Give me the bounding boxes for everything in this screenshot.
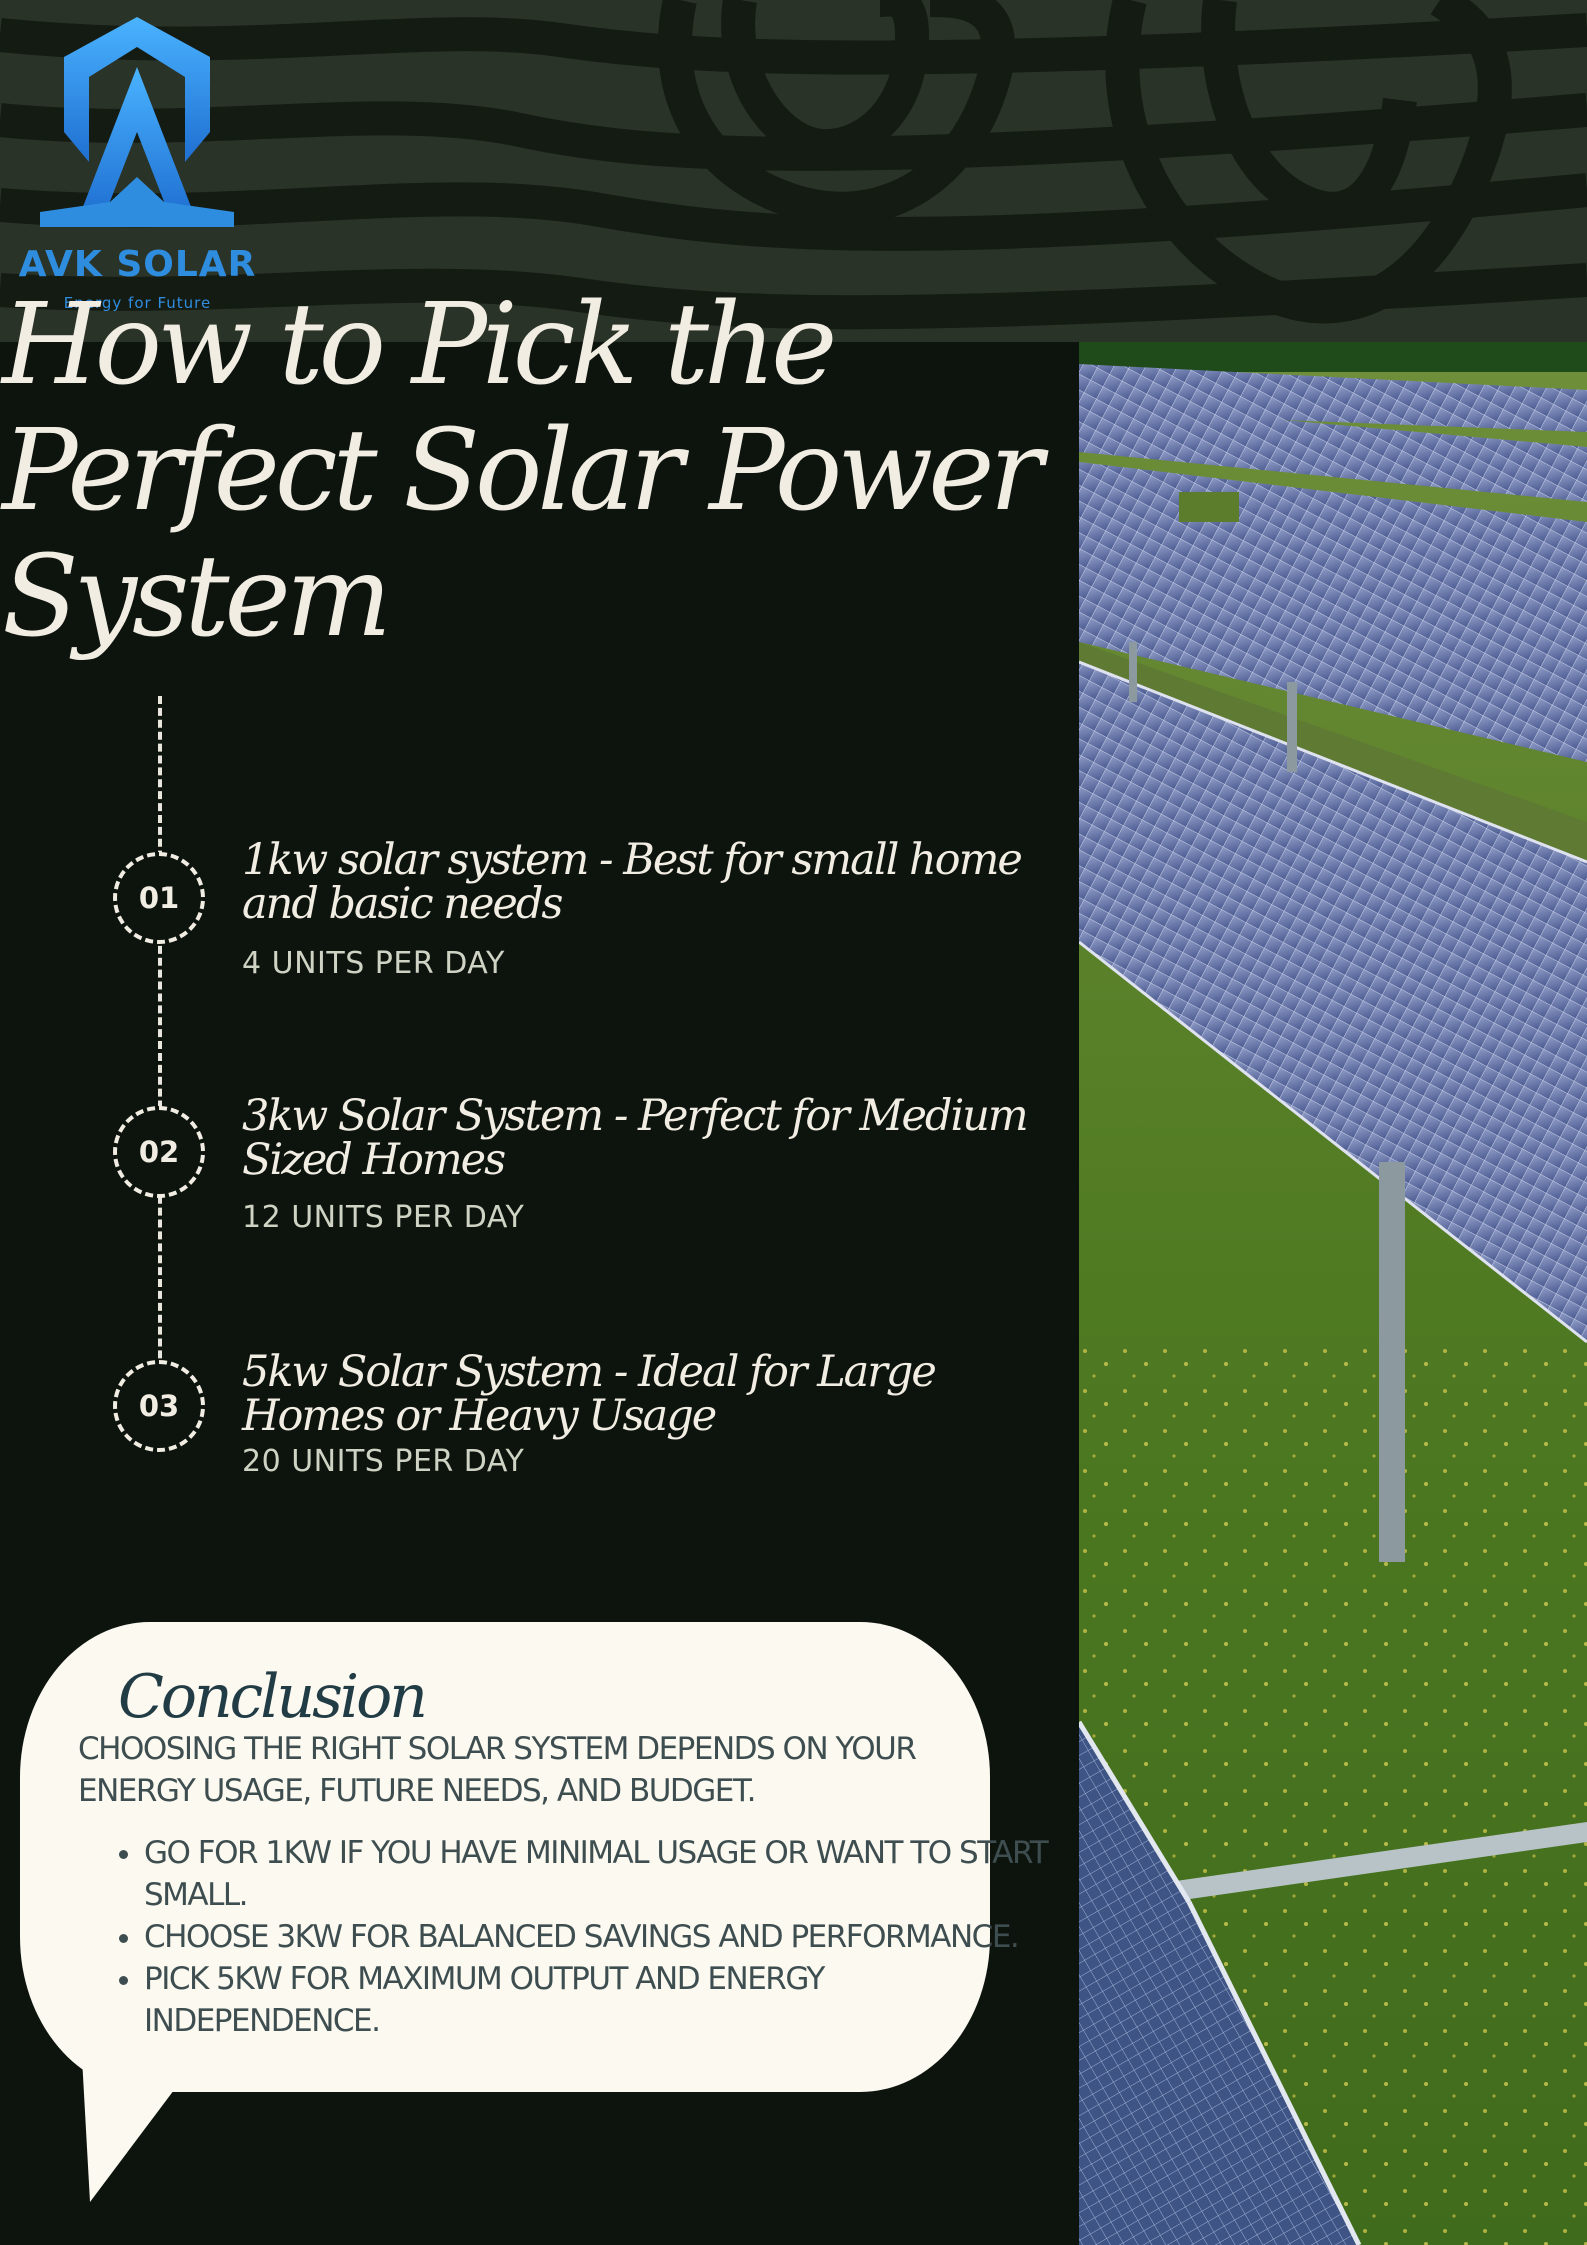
step-number-badge: 02 bbox=[113, 1106, 205, 1198]
timeline-connector bbox=[158, 696, 162, 1406]
step-detail: 4 UNITS PER DAY bbox=[242, 946, 505, 981]
page-title: How to Pick the Perfect Solar Power Syst… bbox=[2, 280, 1043, 662]
conclusion-intro: CHOOSING THE RIGHT SOLAR SYSTEM DEPENDS … bbox=[78, 1731, 917, 1809]
list-item: CHOOSE 3KW FOR BALANCED SAVINGS AND PERF… bbox=[144, 1916, 1054, 1958]
step-title: 5kw Solar System - Ideal for Large Homes… bbox=[242, 1347, 937, 1441]
conclusion-bubble: Conclusion CHOOSING THE RIGHT SOLAR SYST… bbox=[20, 1622, 1049, 2202]
solar-panel-photo bbox=[1079, 342, 1587, 2245]
conclusion-card: Conclusion CHOOSING THE RIGHT SOLAR SYST… bbox=[20, 1622, 1049, 2092]
step-title: 3kw Solar System - Perfect for Medium Si… bbox=[242, 1091, 1029, 1185]
conclusion-heading: Conclusion bbox=[118, 1662, 428, 1732]
list-item: PICK 5KW FOR MAXIMUM OUTPUT AND ENERGY I… bbox=[144, 1958, 1054, 2042]
step-number-badge: 01 bbox=[113, 852, 205, 944]
brand-tagline: Energy for Future bbox=[63, 294, 212, 312]
list-item: GO FOR 1KW IF YOU HAVE MINIMAL USAGE OR … bbox=[144, 1832, 1054, 1916]
step-detail: 20 UNITS PER DAY bbox=[242, 1444, 525, 1479]
step-1kw: 01 1kw solar system - Best for small hom… bbox=[0, 820, 1070, 981]
step-detail: 12 UNITS PER DAY bbox=[242, 1200, 525, 1235]
decorative-contour-band bbox=[0, 0, 1587, 342]
brand-logo: AVK SOLAR Energy for Future bbox=[10, 12, 265, 312]
step-3kw: 02 3kw Solar System - Perfect for Medium… bbox=[0, 1074, 1070, 1235]
step-5kw: 03 5kw Solar System - Ideal for Large Ho… bbox=[0, 1328, 1070, 1488]
logo-mark-icon bbox=[40, 17, 234, 227]
brand-name: AVK SOLAR bbox=[18, 244, 257, 285]
conclusion-points: GO FOR 1KW IF YOU HAVE MINIMAL USAGE OR … bbox=[78, 1832, 1054, 2042]
step-number-badge: 03 bbox=[113, 1360, 205, 1452]
step-title: 1kw solar system - Best for small home a… bbox=[242, 835, 1023, 929]
